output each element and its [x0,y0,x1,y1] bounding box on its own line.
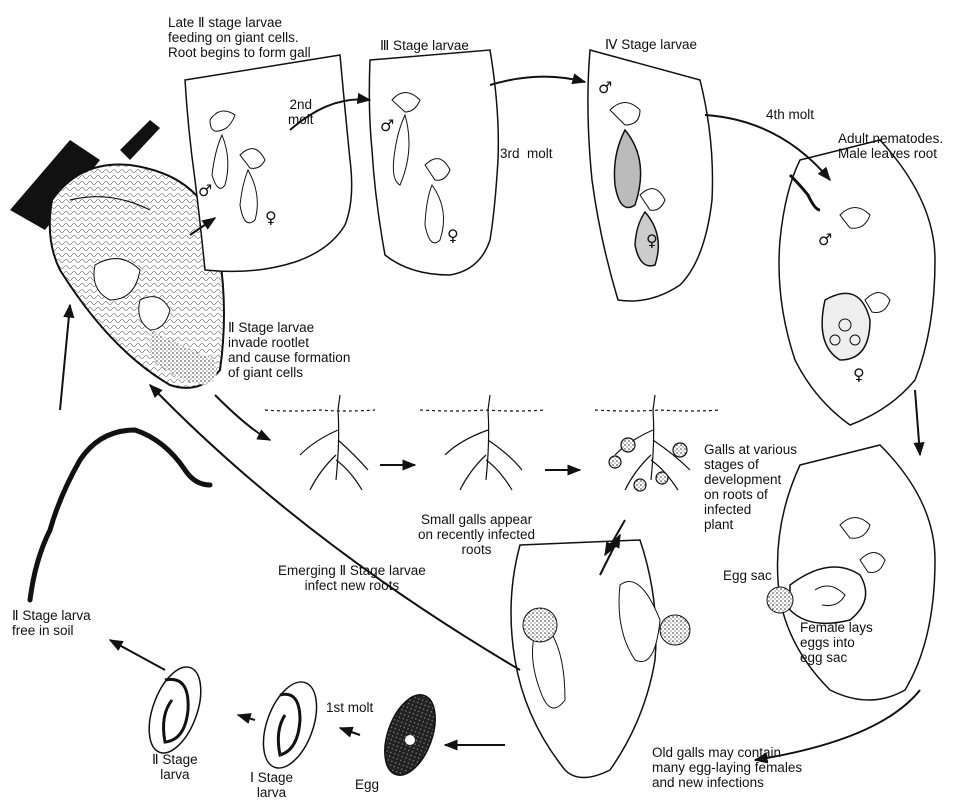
egg-label: Egg [355,777,379,792]
male-symbol: ♂ [380,118,394,133]
root-systems [265,395,720,491]
egg-sac-label: Egg sac [723,568,772,583]
female-symbol: ♀ [853,367,865,382]
iii-stage-label: Ⅲ Stage larvae [380,38,469,53]
fourth-molt-label: 4th molt [766,107,814,122]
iii-stage-box [369,50,498,275]
late-ii-stage-label: Late Ⅱ stage larvae feeding on giant cel… [168,15,311,60]
free-in-soil-label: Ⅱ Stage larva free in soil [12,608,91,638]
first-molt-label: 1st molt [326,700,373,715]
i-stage-larva-label: Ⅰ Stage larva [250,770,293,800]
old-galls-label: Old galls may contain many egg-laying fe… [652,745,802,790]
female-symbol: ♀ [265,210,277,225]
ii-stage-invade-label: Ⅱ Stage larvae invade rootlet and cause … [228,320,350,380]
third-molt-label: 3rd molt [500,146,553,161]
old-galls-box [511,540,690,778]
ii-stage-larva-label: Ⅱ Stage larva [152,752,198,782]
adult-nematodes-label: Adult nematodes. Male leaves root [838,131,943,161]
free-larva-worm [30,430,210,600]
galls-various-label: Galls at various stages of development o… [704,442,797,532]
female-symbol: ♀ [646,233,658,248]
male-symbol: ♂ [818,232,832,247]
emerging-label: Emerging Ⅱ Stage larvae infect new roots [278,563,426,593]
female-lays-label: Female lays eggs into egg sac [800,620,873,665]
iv-stage-label: Ⅳ Stage larvae [605,37,697,52]
late-ii-stage-box [185,55,352,271]
small-galls-label: Small galls appear on recently infected … [418,512,535,557]
female-symbol: ♀ [447,228,459,243]
male-symbol: ♂ [598,80,612,95]
second-molt-label: 2nd molt [288,97,314,127]
male-symbol: ♂ [198,183,212,198]
